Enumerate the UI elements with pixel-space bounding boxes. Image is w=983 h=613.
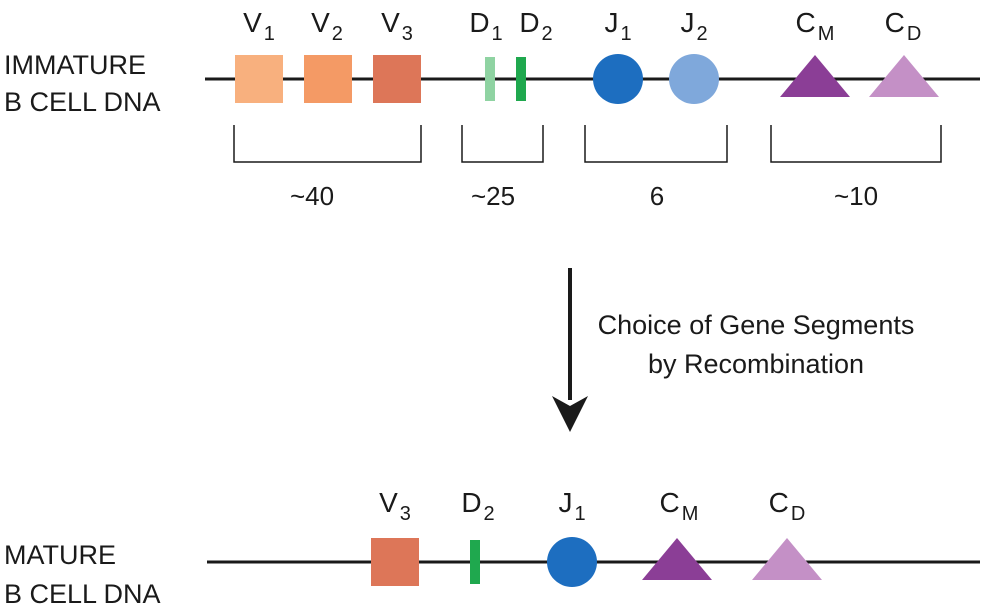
c-count-label: ~10: [834, 181, 878, 211]
d-segment-bracket: ~25: [461, 125, 544, 211]
immature-label-line1: IMMATURE: [4, 50, 146, 80]
j-count-label: 6: [650, 181, 664, 211]
immature-label-line2: B CELL DNA: [4, 87, 161, 117]
mature-triangle-shape: [752, 538, 822, 580]
process-label-line1: Choice of Gene Segments: [598, 310, 915, 340]
mature-square-shape: [371, 538, 419, 586]
v-segment-bracket: ~40: [233, 125, 422, 211]
immature-bar-shape: [485, 57, 495, 101]
arrow-head-icon: [552, 396, 588, 432]
mature-triangle-shape: [642, 538, 712, 580]
recombination-arrow: [552, 268, 588, 432]
mature-label-line1: MATURE: [4, 540, 116, 570]
immature-square-shape: [304, 55, 352, 103]
j-segment-bracket: 6: [584, 125, 728, 211]
c-segment-bracket: ~10: [770, 125, 942, 211]
mature-bar-shape: [470, 540, 480, 584]
immature-square-shape: [235, 55, 283, 103]
immature-triangle-shape: [780, 55, 850, 97]
immature-bar-shape: [516, 57, 526, 101]
d-count-label: ~25: [471, 181, 515, 211]
mature-circle-shape: [547, 537, 597, 587]
v-count-label: ~40: [290, 181, 334, 211]
immature-circle-shape: [669, 54, 719, 104]
immature-circle-shape: [593, 54, 643, 104]
process-label-line2: by Recombination: [648, 349, 864, 379]
immature-square-shape: [373, 55, 421, 103]
immature-triangle-shape: [869, 55, 939, 97]
mature-label-line2: B CELL DNA: [4, 579, 161, 609]
